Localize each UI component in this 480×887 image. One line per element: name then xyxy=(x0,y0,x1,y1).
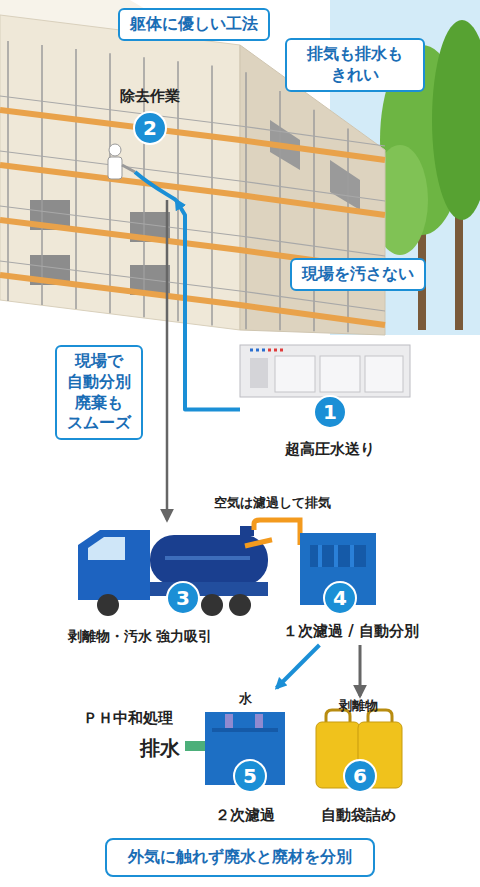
pump-step: 1 超高圧水送り xyxy=(240,340,420,462)
scaffold-rail xyxy=(0,96,385,146)
flow-arrow xyxy=(277,645,320,688)
filter-element xyxy=(255,714,263,730)
scaffold-plank xyxy=(0,110,385,160)
note-label: 空気は濾過して排気 xyxy=(214,494,331,512)
wheel xyxy=(97,594,119,616)
step-label: １次濾過 / 自動分別 xyxy=(283,622,419,641)
step-label: 剥離物 xyxy=(339,697,378,715)
pump-door xyxy=(275,356,315,392)
worker-body xyxy=(108,157,122,179)
wheel xyxy=(229,594,251,616)
scaffold-pole xyxy=(245,72,247,329)
step-label: 除去作業 xyxy=(120,87,180,106)
truck-cab xyxy=(78,530,150,600)
window xyxy=(330,160,360,210)
scaffold-rail xyxy=(0,206,385,256)
secondary-filter-step: 水 5 ２次濾過 xyxy=(200,688,290,828)
scaffold-plank xyxy=(0,165,385,215)
worker-arm xyxy=(122,165,135,172)
filter-slot xyxy=(334,545,338,567)
process-label: ＰＨ中和処理 xyxy=(83,709,173,728)
callout-text: 現場を汚さない xyxy=(302,264,414,285)
feature-callout: 現場で 自動分別 廃棄も スムーズ xyxy=(55,345,143,440)
filter-slot xyxy=(350,545,354,567)
filter-element xyxy=(225,714,233,730)
callout-number: 6 xyxy=(343,759,377,793)
suction-truck-step: 3 剥離物・汚水 強力吸引 xyxy=(45,520,245,650)
pump-door xyxy=(365,356,403,392)
pump-door xyxy=(320,356,360,392)
step-label: 自動袋詰め xyxy=(321,806,396,825)
step-label: ２次濾過 xyxy=(215,806,275,825)
water-hose xyxy=(135,172,176,200)
pump-unit xyxy=(240,345,410,397)
indicator xyxy=(250,349,265,352)
step-label: 剥離物・汚水 強力吸引 xyxy=(68,628,213,646)
flow-arrow xyxy=(166,200,169,520)
callout-text: 躯体に優しい工法 xyxy=(130,14,258,35)
removal-work-step: 除去作業 2 xyxy=(95,82,185,200)
water-pipe xyxy=(176,200,240,410)
truck-stripe xyxy=(165,556,250,560)
air-hose xyxy=(245,540,272,546)
callout-text: 現場で 自動分別 廃棄も スムーズ xyxy=(67,351,131,434)
vacuum-truck xyxy=(78,526,268,616)
tree-crown xyxy=(432,20,480,220)
process-label: 排水 xyxy=(140,735,180,762)
callout-number: 3 xyxy=(166,581,200,615)
scaffold-pole xyxy=(347,128,349,332)
step-label: 水 xyxy=(239,690,252,708)
feature-callout: 躯体に優しい工法 xyxy=(118,8,270,41)
filter-slot xyxy=(318,545,322,567)
wheel xyxy=(201,594,223,616)
feature-callout: 現場を汚さない xyxy=(290,258,426,291)
worker-head xyxy=(109,144,121,156)
callout-number: 4 xyxy=(323,581,357,615)
pump-panel xyxy=(250,358,268,388)
caption-box: 外気に触れず廃水と廃材を分別 xyxy=(105,838,375,877)
drain-pipe xyxy=(185,741,207,751)
scaffold-pole xyxy=(211,65,213,325)
primary-filter-step: 4 １次濾過 / 自動分別 xyxy=(272,528,430,645)
truck-window xyxy=(88,537,125,560)
indicator xyxy=(268,349,283,352)
feature-callout: 排気も排水も きれい xyxy=(285,38,425,92)
filter-panel xyxy=(310,545,366,567)
bagging-step: 剥離物 6 自動袋詰め xyxy=(310,696,410,828)
filter-band xyxy=(212,728,278,732)
flow-arrow xyxy=(359,645,362,696)
callout-number: 5 xyxy=(233,759,267,793)
callout-number: 2 xyxy=(133,111,167,145)
caption-text: 外気に触れず廃水と廃材を分別 xyxy=(115,847,365,868)
worker xyxy=(108,144,135,179)
step-label: 超高圧水送り xyxy=(285,440,375,459)
scaffold-pole xyxy=(313,110,315,332)
callout-number: 1 xyxy=(313,395,347,429)
pump-housing xyxy=(240,345,410,397)
scaffold-rail xyxy=(0,151,385,201)
callout-text: 排気も排水も きれい xyxy=(297,44,413,86)
scaffold-pole xyxy=(279,91,281,330)
